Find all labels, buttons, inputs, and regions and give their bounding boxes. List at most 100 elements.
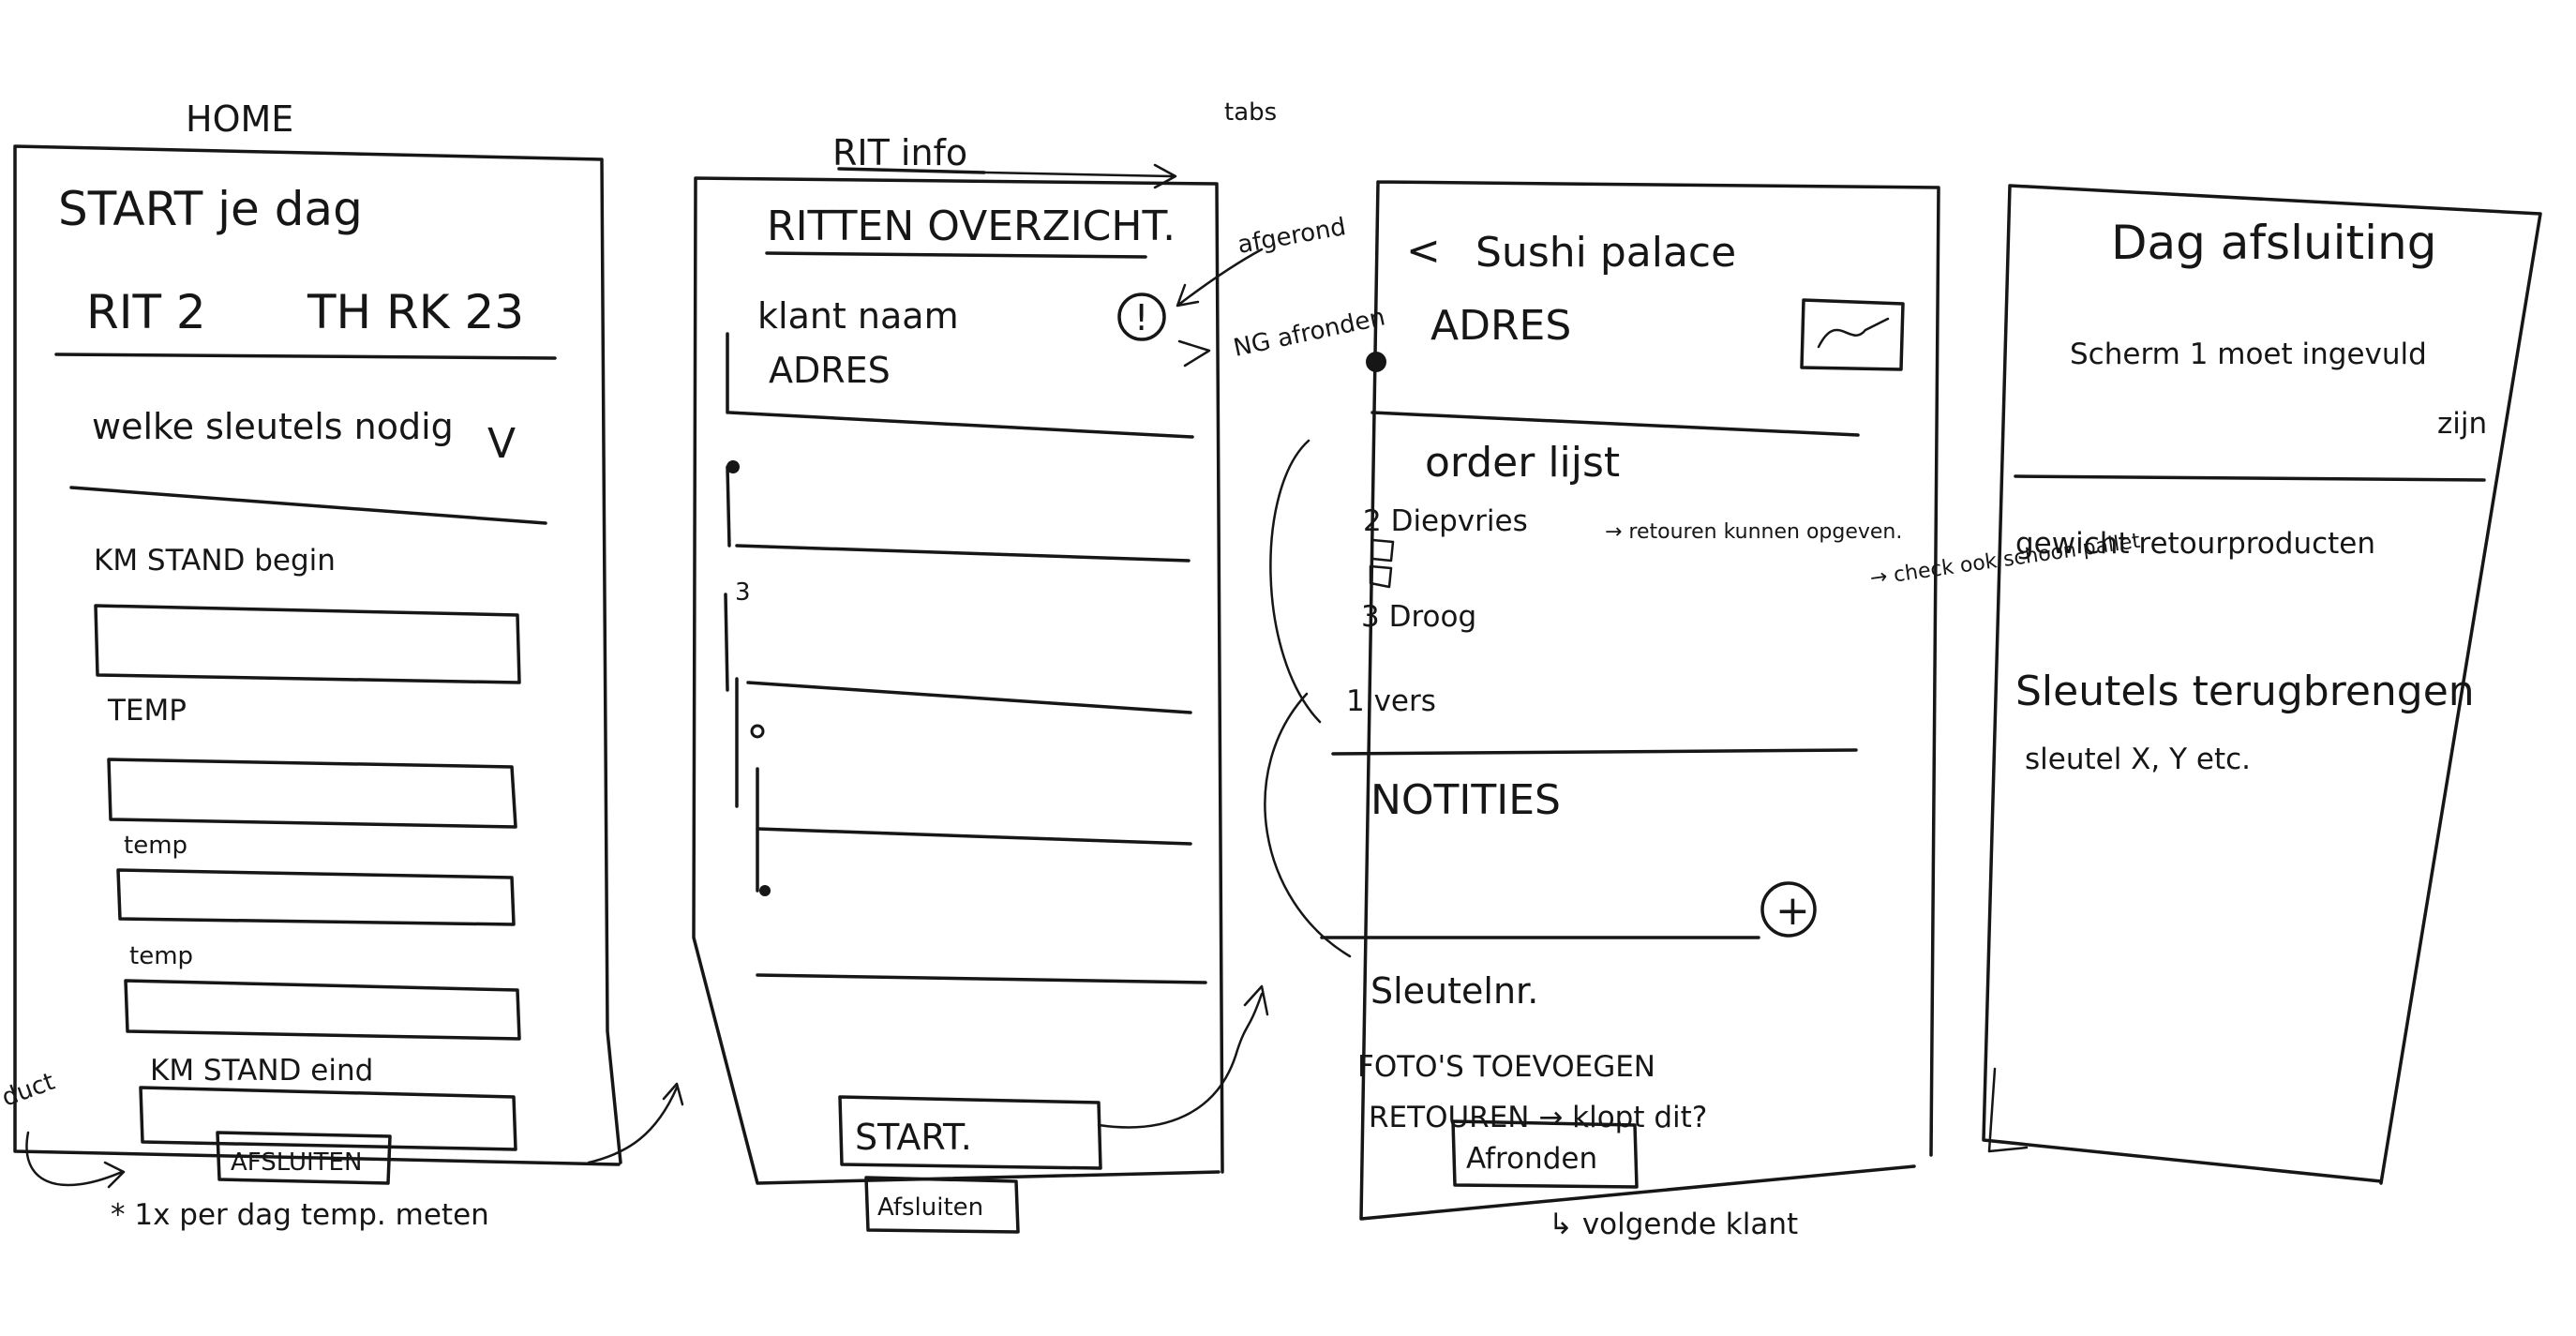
- back-icon[interactable]: <: [1406, 227, 1441, 275]
- notes-heading: NOTITIES: [1370, 776, 1561, 824]
- afsluiten-ride-outline: [864, 1176, 1020, 1234]
- client-address: ADRES: [769, 350, 891, 391]
- alert-icon-glyph: !: [1134, 297, 1148, 338]
- annotation-done: afgerond: [1236, 213, 1348, 260]
- screen-home-rit: RIT 2: [86, 285, 206, 339]
- screen-day-close: Dag afsluiting Scherm 1 moet ingevuld zi…: [1982, 184, 2542, 1185]
- screen-home: HOME START je dag RIT 2 TH RK 23 welke s…: [0, 98, 684, 1232]
- ride-card[interactable]: klant naam ADRES !: [757, 293, 1166, 391]
- afsluiten-button[interactable]: AFSLUITEN: [216, 1131, 392, 1185]
- km-end-label: KM STAND eind: [150, 1054, 373, 1088]
- keys-return-label: Sleutels terugbrengen: [2015, 668, 2475, 715]
- timeline-dot: [759, 885, 771, 896]
- screen-home-frame: [13, 144, 622, 1166]
- screen-home-caption: HOME: [186, 98, 293, 140]
- screen-rides-frame: [692, 176, 1224, 1185]
- temp-input-1[interactable]: [107, 758, 517, 829]
- km-end-input[interactable]: [139, 1086, 517, 1151]
- alert-icon[interactable]: [1117, 293, 1166, 341]
- afsluiten-button-outline: [216, 1131, 392, 1185]
- order-item-1: 2 Diepvries: [1363, 504, 1528, 538]
- list-divider: [746, 681, 1192, 714]
- arrow-icon: [25, 1131, 126, 1189]
- keys-dropdown-label: welke sleutels nodig: [92, 406, 454, 447]
- order-heading: order lijst: [1425, 439, 1620, 487]
- order-item-2: 3 Droog: [1361, 600, 1476, 634]
- temp-input-2[interactable]: [116, 868, 516, 926]
- map-route-icon: [1817, 317, 1890, 349]
- order-item-3: 1 vers: [1346, 684, 1436, 718]
- next-client-note: ↳ volgende klant: [1549, 1208, 1798, 1241]
- screen-home-title: START je dag: [58, 182, 363, 236]
- temp-input-3[interactable]: [124, 979, 521, 1041]
- returns-label[interactable]: RETOUREN → klopt dit?: [1369, 1101, 1707, 1134]
- checkbox-icon[interactable]: [1369, 538, 1395, 589]
- afronden-button[interactable]: Afronden: [1451, 1119, 1639, 1189]
- timeline: [724, 332, 759, 893]
- divider: [1331, 748, 1858, 756]
- screen-client: < Sushi palace ADRES order lijst 2 Diepv…: [1264, 180, 2142, 1241]
- screen-rides-caption: RIT info: [832, 132, 967, 173]
- afsluiten-ride-button[interactable]: Afsluiten: [864, 1176, 1020, 1234]
- divider: [54, 353, 557, 360]
- screen-client-frame: [1359, 180, 1940, 1221]
- list-divider: [727, 411, 1194, 439]
- add-note-button[interactable]: +: [1760, 881, 1817, 938]
- screen-rides-title: RITTEN OVERZICHT.: [767, 203, 1176, 250]
- divider: [69, 486, 547, 525]
- timeline-dot: [750, 724, 765, 739]
- map-icon: [1800, 298, 1905, 371]
- day-close-subtitle-1: Scherm 1 moet ingevuld: [2070, 338, 2427, 371]
- connector-line: [1264, 692, 1352, 958]
- temp-label-3: temp: [129, 942, 193, 970]
- screen-rides: RIT info RITTEN OVERZICHT. klant naam AD…: [692, 98, 1387, 1234]
- annotation-tabs: tabs: [1224, 98, 1277, 127]
- start-button-outline: [838, 1095, 1102, 1170]
- day-close-subtitle-2: zijn: [2437, 407, 2487, 441]
- divider: [1370, 411, 1860, 437]
- afronden-button-label: Afronden: [1466, 1142, 1597, 1176]
- annotation-not-done: NG afronden: [1231, 303, 1387, 363]
- keys-dropdown[interactable]: welke sleutels nodig V: [92, 406, 516, 468]
- returns-weight-label: gewicht retourproducten: [2015, 527, 2375, 561]
- map-button[interactable]: [1800, 298, 1905, 371]
- divider: [2014, 474, 2486, 482]
- afsluiten-button-label: AFSLUITEN: [231, 1148, 362, 1177]
- screen-home-note: * 1x per dag temp. meten: [111, 1198, 489, 1232]
- arrow-icon: [1176, 248, 1264, 308]
- screen-day-close-frame: [1982, 184, 2542, 1185]
- divider: [765, 251, 1147, 259]
- afronden-button-outline: [1451, 1119, 1639, 1189]
- list-divider: [735, 544, 1191, 563]
- arrow-icon: [1177, 339, 1211, 368]
- frame-corner: [1987, 1067, 2029, 1153]
- client-title: Sushi palace: [1475, 229, 1736, 277]
- list-divider: [756, 973, 1207, 984]
- km-start-input[interactable]: [94, 604, 521, 684]
- start-button[interactable]: START.: [838, 1095, 1102, 1170]
- plus-icon: +: [1775, 887, 1810, 935]
- arrow-icon: [587, 1082, 684, 1164]
- connector-line: [1269, 439, 1322, 724]
- keys-return-detail: sleutel X, Y etc.: [2025, 743, 2251, 776]
- timeline-dot: [1366, 352, 1386, 372]
- keys-number-label: Sleutelnr.: [1370, 970, 1538, 1012]
- afsluiten-ride-label: Afsluiten: [877, 1193, 983, 1222]
- photos-label[interactable]: FOTO'S TOEVOEGEN: [1357, 1050, 1655, 1084]
- km-start-label: KM STAND begin: [94, 544, 336, 578]
- screen-home-plate: TH RK 23: [307, 285, 524, 339]
- arrow-icon: [1097, 984, 1269, 1129]
- divider: [837, 167, 986, 174]
- timeline-dot: [726, 460, 740, 473]
- chevron-down-icon: V: [487, 420, 516, 468]
- day-close-title: Dag afsluiting: [2111, 216, 2436, 270]
- client-name: klant naam: [757, 295, 959, 337]
- start-button-label: START.: [855, 1117, 972, 1158]
- plus-icon-circle: [1760, 881, 1817, 938]
- temp-label-2: temp: [124, 832, 187, 860]
- returns-note: → retouren kunnen opgeven.: [1605, 520, 1902, 544]
- side-note: duct: [0, 1068, 58, 1113]
- temp-label-1: TEMP: [107, 694, 187, 728]
- client-detail-address: ADRES: [1430, 302, 1571, 350]
